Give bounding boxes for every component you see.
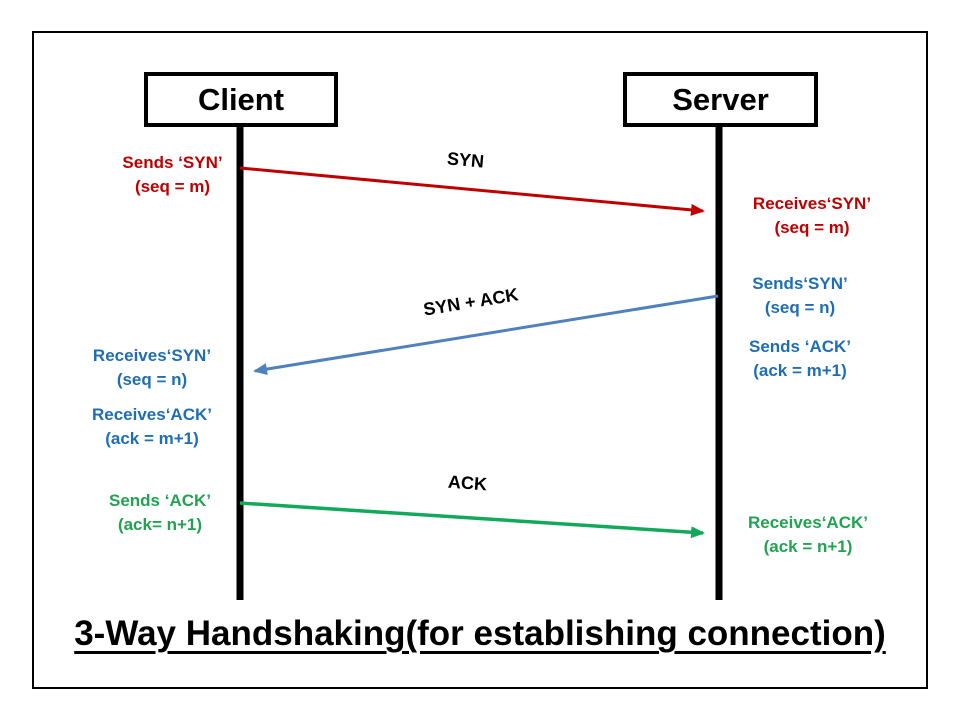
syn-ack-arrow (253, 294, 719, 376)
note-line2: (seq = n) (116, 370, 188, 389)
note-line1: Receives‘ACK’ (91, 405, 212, 424)
note-line2: (ack = n+1) (763, 537, 853, 556)
outer-border (32, 31, 928, 689)
server-receives-ack-note: Receives‘ACK’ (ack = n+1) (728, 511, 888, 559)
note-line2: (ack = m+1) (753, 361, 847, 380)
ack-arrow (239, 501, 705, 539)
server-sends-syn-note: Sends‘SYN’ (seq = n) (720, 272, 880, 320)
note-line1: Receives‘SYN’ (752, 194, 872, 213)
note-line1: Receives‘ACK’ (747, 513, 868, 532)
client-label: Client (197, 81, 285, 117)
client-receives-syn-note: Receives‘SYN’ (seq = n) (72, 344, 232, 392)
note-line1: Sends ‘ACK’ (748, 337, 852, 356)
note-line2: (ack= n+1) (117, 515, 203, 534)
ack-message-label: ACK (447, 471, 488, 495)
client-sends-syn-note: Sends ‘SYN’ (seq = m) (90, 151, 255, 199)
client-sends-ack-note: Sends ‘ACK’ (ack= n+1) (80, 489, 240, 537)
server-sends-ack-note: Sends ‘ACK’ (ack = m+1) (720, 335, 880, 383)
server-receives-syn-note: Receives‘SYN’ (seq = m) (732, 192, 892, 240)
note-line2: (ack = m+1) (105, 429, 199, 448)
note-line1: Sends‘SYN’ (752, 274, 848, 293)
note-line1: Sends ‘ACK’ (108, 491, 212, 510)
server-actor-box: Server (623, 72, 818, 127)
note-line1: Receives‘SYN’ (92, 346, 212, 365)
note-line1: Sends ‘SYN’ (122, 153, 223, 172)
note-line2: (seq = m) (134, 177, 211, 196)
note-line2: (seq = m) (774, 218, 850, 237)
client-receives-ack-note: Receives‘ACK’ (ack = m+1) (72, 403, 232, 451)
syn-message-label: SYN (446, 148, 485, 172)
note-line2: (seq = n) (764, 298, 836, 317)
diagram-title: 3-Way Handshaking(for establishing conne… (74, 614, 886, 653)
server-label: Server (672, 81, 769, 117)
syn-arrow (239, 166, 705, 216)
client-actor-box: Client (144, 72, 338, 127)
